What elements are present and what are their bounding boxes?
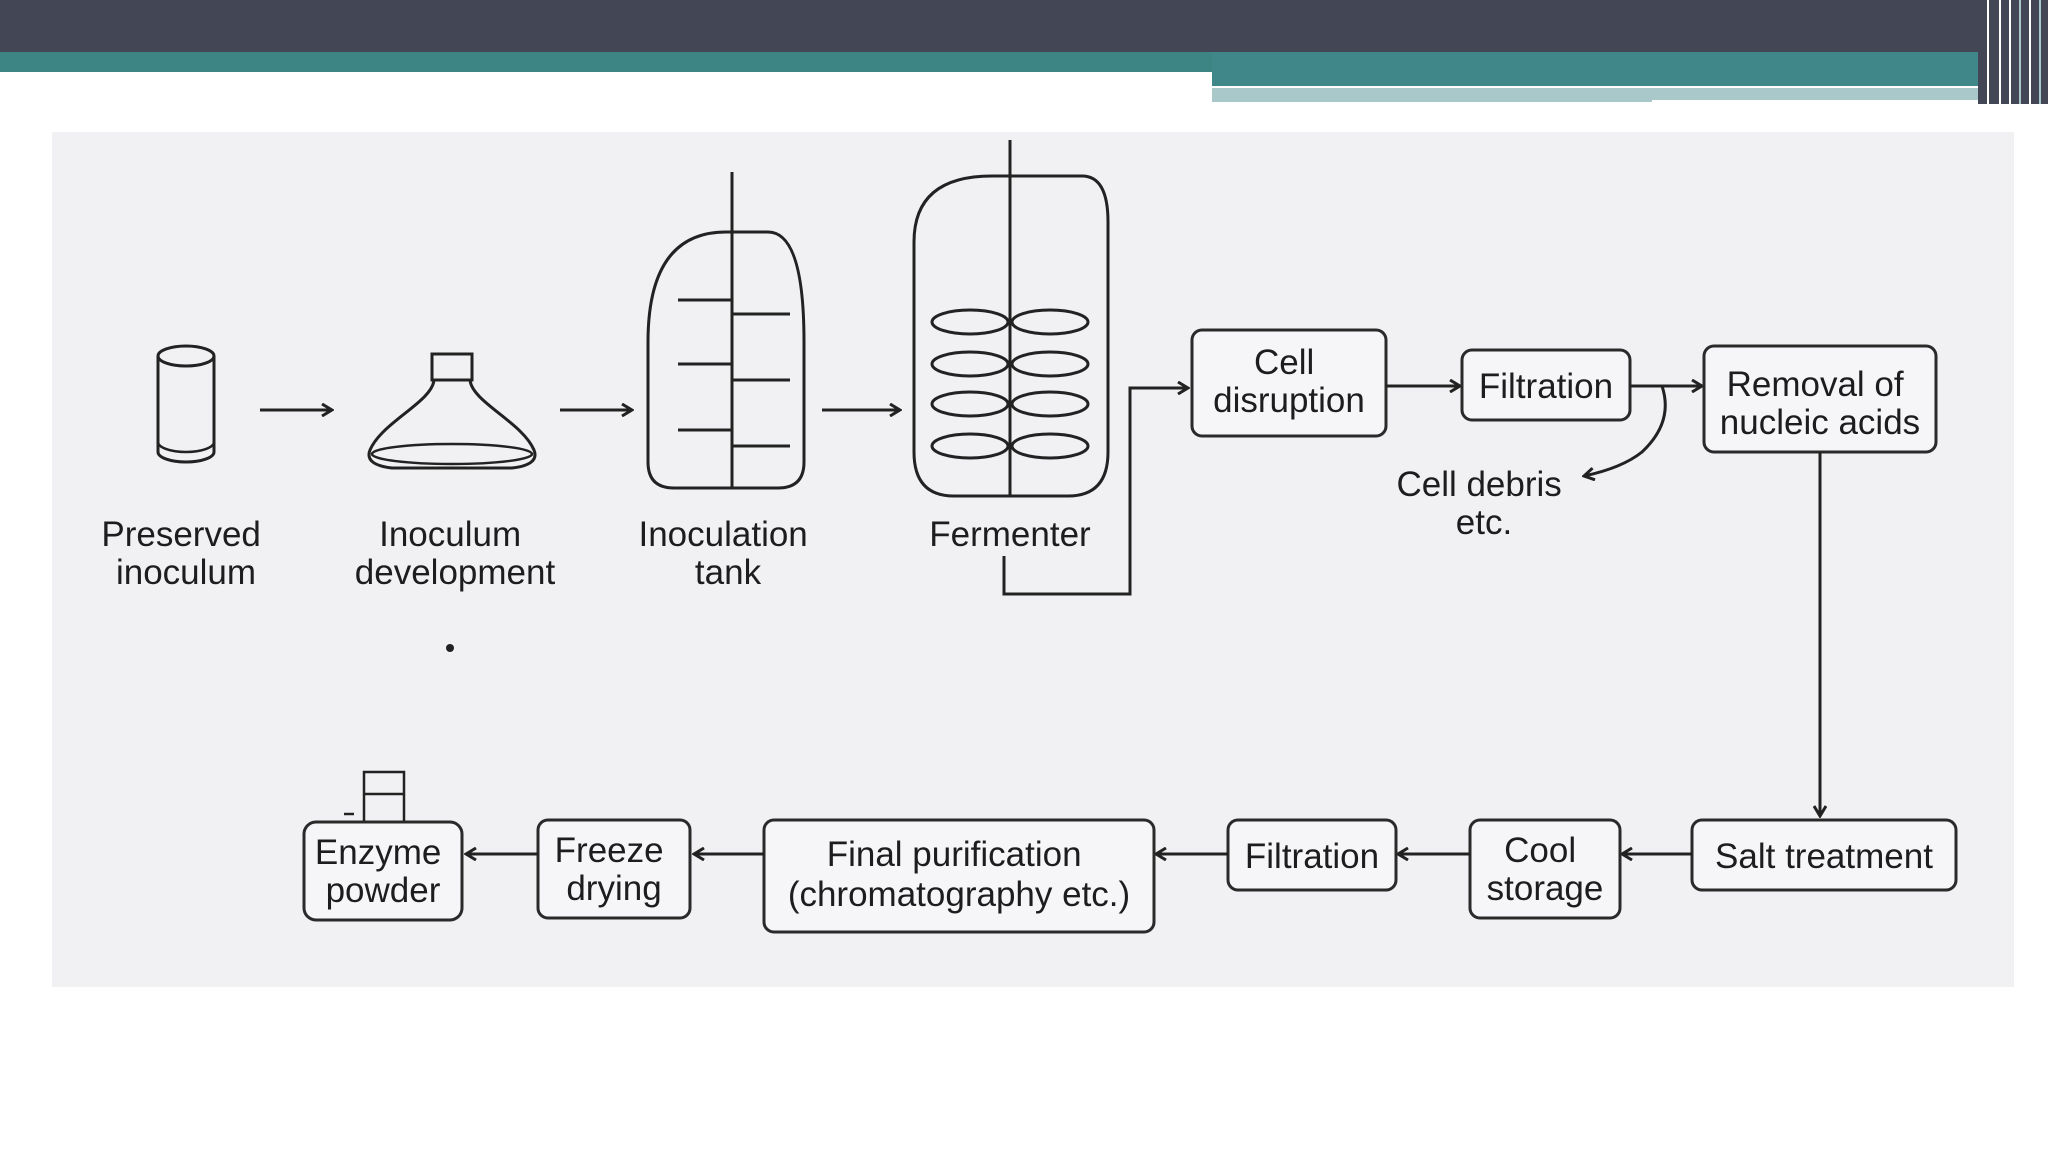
accent-strip-light xyxy=(1212,88,2048,102)
enzyme-production-flowchart: Preserved inoculum Inoculum development … xyxy=(101,140,1958,934)
cell-disruption-box: Cell disruption xyxy=(1190,328,1388,438)
inoculum-flask-icon xyxy=(367,352,537,470)
svg-text:Salt treatment: Salt treatment xyxy=(1715,837,1933,876)
svg-text:Cell disruption: Cell disruption xyxy=(1213,343,1365,420)
cool-storage-box: Cool storage xyxy=(1468,818,1622,920)
svg-text:Enzyme powder: Enzyme powder xyxy=(315,833,451,910)
removal-of-nucleic-acids-box: Removal of nucleic acids xyxy=(1702,344,1938,454)
svg-text:Final purification (ch: Final purification (chromatography etc.) xyxy=(788,835,1130,914)
svg-text:Cool storage: Cool storage xyxy=(1487,831,1604,908)
enzyme-powder-bottle-icon: Enzyme powder xyxy=(302,770,464,922)
stray-dot xyxy=(446,644,454,652)
diagram-panel: Preserved inoculum Inoculum development … xyxy=(52,132,2014,987)
fermenter-label: Fermenter xyxy=(929,515,1091,554)
corner-decoration xyxy=(1978,0,2048,104)
preserved-inoculum-vial-icon xyxy=(156,344,216,464)
cell-debris-label: Cell debris etc. xyxy=(1396,465,1571,542)
inoculation-tank-icon xyxy=(646,172,806,490)
svg-text:Removal of nucleic aci: Removal of nucleic acids xyxy=(1720,365,1920,442)
arrow-filtration-to-cell-debris xyxy=(1584,385,1667,476)
top-header-bar xyxy=(0,0,2048,52)
inoculum-development-label: Inoculum development xyxy=(355,515,556,592)
accent-strip xyxy=(0,52,1212,72)
freeze-drying-box: Freeze drying xyxy=(536,818,692,920)
svg-text:Freeze drying: Freeze drying xyxy=(555,831,674,908)
final-purification-box: Final purification (chromatography etc.) xyxy=(762,818,1156,934)
accent-notch xyxy=(1652,100,2048,106)
inoculation-tank-label: Inoculation tank xyxy=(638,515,817,592)
filtration-top-box: Filtration xyxy=(1460,348,1632,422)
arrow-fermenter-to-cell-disruption xyxy=(1002,388,1188,596)
svg-text:Filtration: Filtration xyxy=(1479,367,1613,406)
preserved-inoculum-label: Preserved inoculum xyxy=(101,515,270,592)
fermenter-icon xyxy=(912,140,1110,498)
filtration-bottom-box: Filtration xyxy=(1226,818,1398,892)
accent-strip-right xyxy=(1212,52,2048,86)
svg-text:Filtration: Filtration xyxy=(1245,837,1379,876)
salt-treatment-box: Salt treatment xyxy=(1690,818,1958,892)
